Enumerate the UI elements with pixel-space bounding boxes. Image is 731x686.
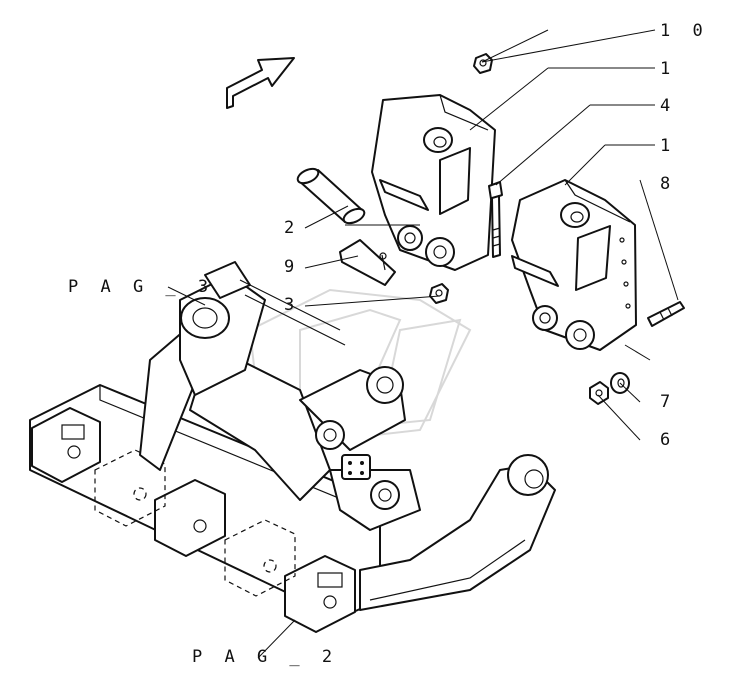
pin-part-2 <box>296 167 366 225</box>
main-frame-assembly <box>29 261 556 633</box>
upper-support-plate <box>371 94 496 271</box>
callout-8: 8 <box>660 174 676 194</box>
callout-2: 2 <box>284 218 300 238</box>
callout-4: 4 <box>660 96 676 116</box>
callout-10: 1 0 <box>660 21 709 41</box>
lower-support-plate <box>511 179 637 351</box>
stud-part-8 <box>647 301 685 327</box>
callout-labels: 1 0 1 4 1 8 2 9 3 7 6 P A G _ 3 P A G _ … <box>68 21 709 667</box>
page-ref-pag-3: P A G _ 3 <box>68 277 214 297</box>
callout-9: 9 <box>284 257 300 277</box>
nut-part-10 <box>473 53 493 74</box>
callout-6: 6 <box>660 430 676 450</box>
callout-1-upper: 1 <box>660 59 676 79</box>
retainer-plate-part-9 <box>339 239 396 286</box>
bolt-part-4 <box>488 181 503 258</box>
leader-lines <box>167 29 679 659</box>
page-ref-pag-2: P A G _ 2 <box>192 647 338 667</box>
nut-part-3 <box>429 283 449 304</box>
nut-part-6 <box>589 381 609 405</box>
direction-arrow-icon <box>226 57 295 109</box>
callout-1-lower: 1 <box>660 136 676 156</box>
callout-7: 7 <box>660 392 676 412</box>
callout-3: 3 <box>284 295 300 315</box>
